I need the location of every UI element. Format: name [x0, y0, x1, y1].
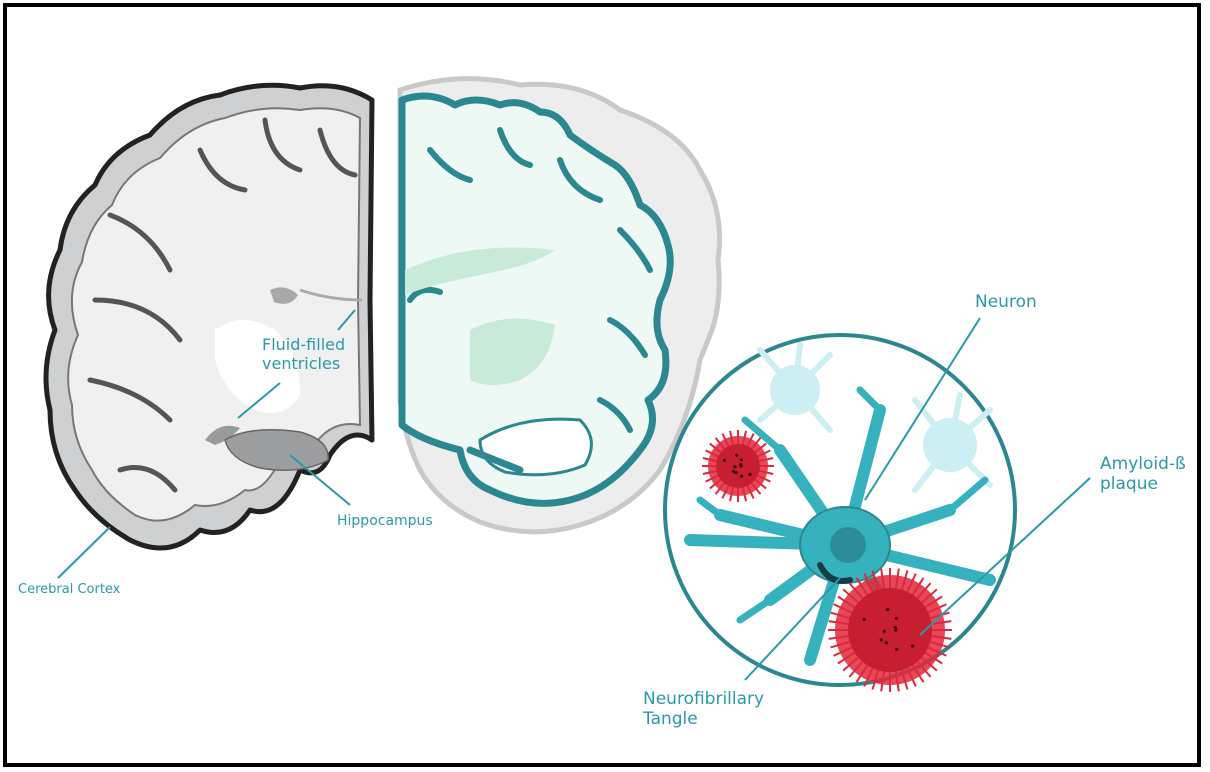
plaque-dot	[740, 475, 743, 478]
neuron-nucleus	[830, 527, 866, 563]
healthy-brain-section	[46, 85, 372, 548]
plaque-dot	[883, 630, 886, 633]
plaque-dot	[863, 618, 866, 621]
plaque-dot	[735, 454, 738, 457]
hippocampus-label: Hippocampus	[337, 513, 433, 530]
plaque-dot	[886, 608, 889, 611]
plaque-dot	[733, 465, 736, 468]
plaque-dot	[748, 473, 751, 476]
plaque-dot	[880, 638, 883, 641]
fluid-filled-ventricles-label: Fluid-filled ventricles	[262, 335, 345, 373]
plaque-dot	[885, 641, 888, 644]
plaque-dot	[894, 626, 897, 629]
plaque-dot	[911, 645, 914, 648]
leader-cortex	[58, 527, 110, 578]
amyloid-plaque-label: Amyloid-ß plaque	[1100, 454, 1186, 495]
plaque-dot	[740, 458, 743, 461]
neuron-label: Neuron	[975, 292, 1037, 312]
plaque-dot	[734, 471, 737, 474]
plaque-dot	[723, 459, 726, 462]
plaque-dot	[895, 617, 898, 620]
neurofibrillary-tangle-label: Neurofibrillary Tangle	[643, 689, 764, 730]
plaque-dot	[739, 463, 742, 466]
cerebral-cortex-label: Cerebral Cortex	[18, 582, 120, 598]
zoom-circle	[665, 335, 1015, 692]
plaque-dot	[895, 648, 898, 651]
plaque-dot	[732, 470, 735, 473]
